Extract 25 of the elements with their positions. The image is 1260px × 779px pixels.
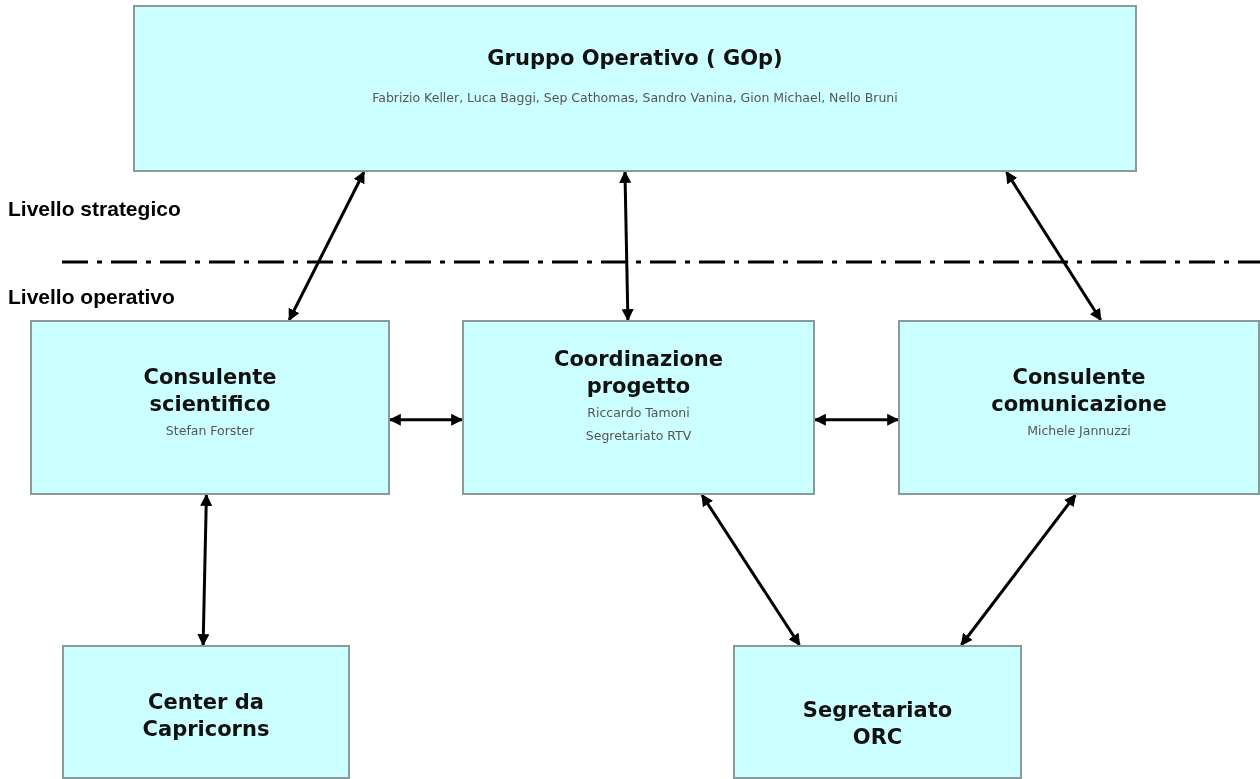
member-names: Fabrizio Keller, Luca Baggi, Sep Cathomas, Sandro Vanina, Gion Michael, Nello Bruni <box>372 89 898 108</box>
org-box <box>462 320 815 495</box>
member-names: Riccardo Tamoni <box>587 403 690 422</box>
double-arrow <box>1005 171 1102 321</box>
double-arrow <box>197 493 213 647</box>
level-label: Livello operativo <box>8 285 175 309</box>
box-title: Coordinazione progetto <box>553 346 724 401</box>
double-arrow <box>960 494 1077 646</box>
box-title: Consulente scientifico <box>142 364 278 419</box>
member-names: Segretariato RTV <box>585 427 692 446</box>
org-box <box>133 5 1137 172</box>
org-box <box>62 645 350 779</box>
member-names: Michele Jannuzzi <box>1027 421 1131 440</box>
double-arrow <box>700 494 801 646</box>
box-title: Center da Capricorns <box>141 689 271 744</box>
box-title: Consulente comunicazione <box>990 364 1168 419</box>
box-title: Segretariato ORC <box>801 697 954 752</box>
org-box <box>733 645 1022 779</box>
member-names: Stefan Forster <box>165 421 255 440</box>
org-box <box>30 320 390 495</box>
org-box <box>898 320 1260 495</box>
level-label: Livello strategico <box>8 197 181 221</box>
box-title: Gruppo Operativo ( GOp) <box>486 45 784 72</box>
double-arrow <box>287 170 366 322</box>
double-arrow <box>619 170 634 322</box>
